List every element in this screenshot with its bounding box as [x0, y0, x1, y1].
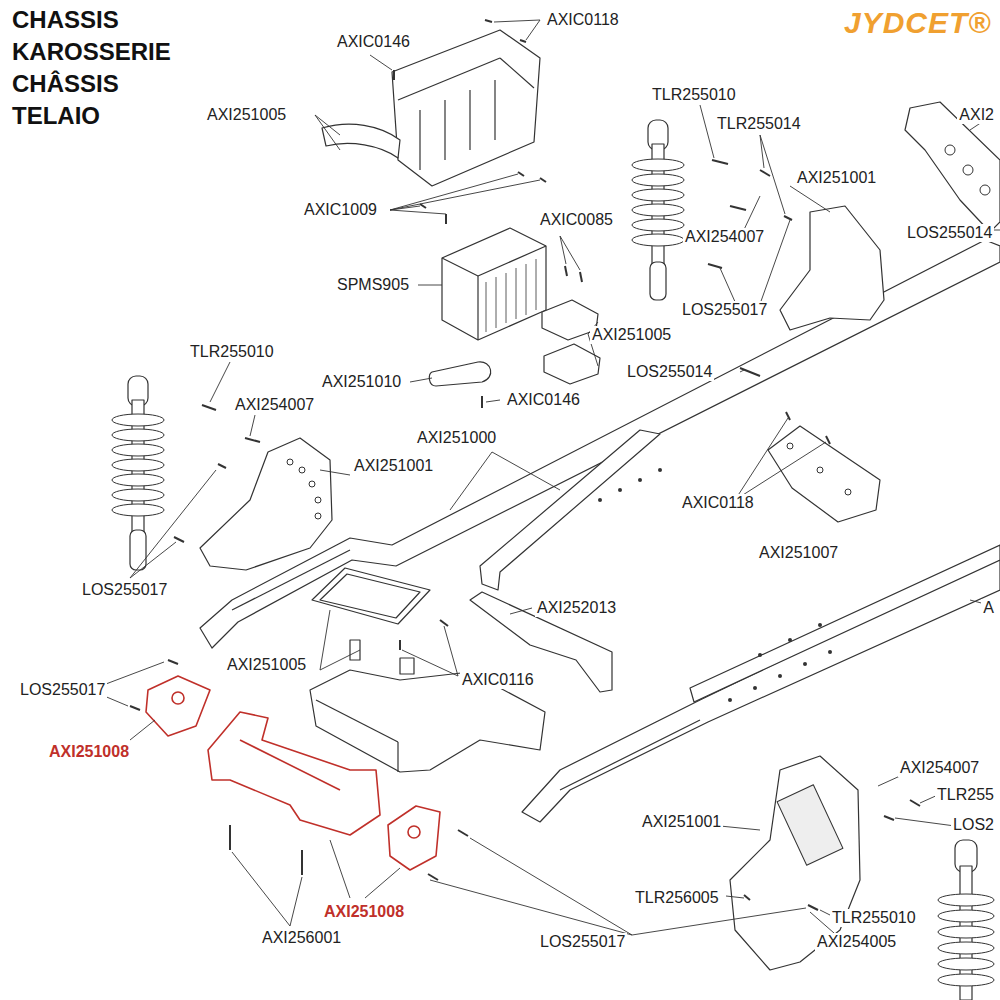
part-number: AXIC1009	[302, 201, 379, 219]
part-number: AXI254005	[815, 933, 898, 951]
part-number: AXI251010	[320, 373, 403, 391]
part-number: A	[981, 599, 996, 617]
part-number: LOS255017	[80, 581, 169, 599]
part-number: AXI251005	[225, 656, 308, 674]
part-number: AXI254007	[683, 228, 766, 246]
part-number: AXI252013	[535, 599, 618, 617]
part-number: AXI251008	[322, 903, 406, 921]
part-number: AXIC0116	[460, 671, 536, 689]
part-number: LOS255014	[905, 224, 994, 242]
part-number: AXI254007	[898, 759, 981, 777]
part-number: AXI251001	[640, 813, 723, 831]
part-number: TLR256005	[633, 889, 721, 907]
part-number: AXI251007	[757, 544, 840, 562]
part-number: TLR255010	[650, 86, 738, 104]
part-number: LOS2	[951, 816, 996, 834]
part-number: AXI251001	[352, 457, 435, 475]
part-number: AXI251001	[795, 169, 878, 187]
page-title: CHASSIS KAROSSERIE CHÂSSIS TELAIO	[12, 4, 192, 132]
watermark: JYDCET®	[842, 6, 993, 40]
part-number: LOS255017	[680, 301, 769, 319]
part-number: AXI254007	[233, 396, 316, 414]
part-number: AXIC0118	[680, 494, 756, 512]
part-number: TLR255010	[830, 909, 918, 927]
part-number: AXIC0118	[545, 11, 621, 29]
part-number: AXIC0085	[538, 211, 615, 229]
part-number: TLR255	[935, 786, 996, 804]
part-number: LOS255017	[538, 933, 627, 951]
part-number: TLR255014	[715, 115, 803, 133]
part-number: LOS255014	[625, 363, 714, 381]
part-number: AXI2	[957, 106, 996, 124]
part-number: AXI251005	[590, 326, 673, 344]
part-number: AXIC0146	[505, 391, 582, 409]
part-number: AXI251008	[47, 743, 131, 761]
part-number: AXI251005	[205, 106, 288, 124]
part-number: LOS255017	[18, 681, 107, 699]
part-number: AXI251000	[415, 429, 498, 447]
part-number: AXI256001	[260, 929, 343, 947]
part-number: SPMS905	[335, 276, 411, 294]
part-number: TLR255010	[188, 343, 276, 361]
part-number: AXIC0146	[335, 33, 412, 51]
